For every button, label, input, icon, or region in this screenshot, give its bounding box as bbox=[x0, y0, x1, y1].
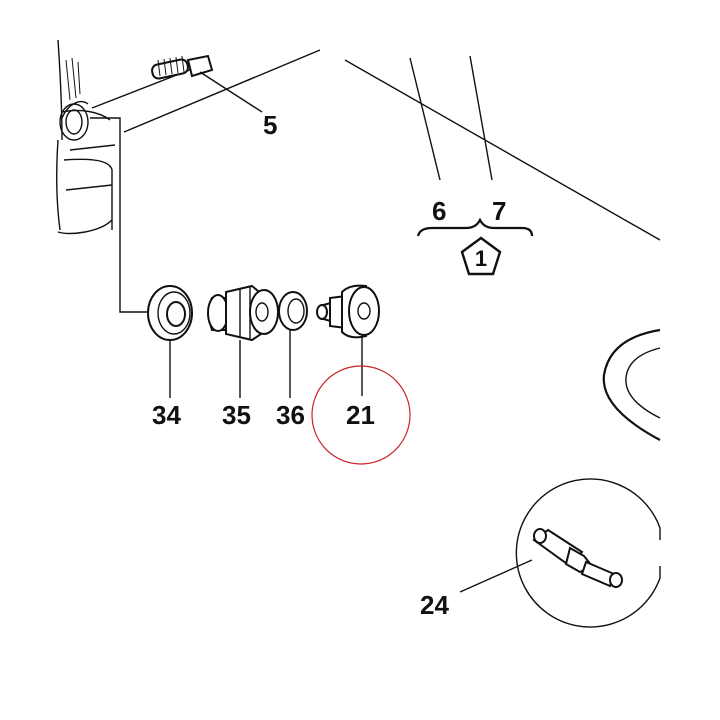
callout-36: 36 bbox=[276, 400, 305, 430]
note-badge-pentagon: 1 bbox=[460, 236, 502, 276]
leaders-6-7 bbox=[409, 55, 493, 181]
housing-outline bbox=[55, 39, 661, 241]
part-36-ring bbox=[278, 291, 308, 398]
part-35-hex-fitting bbox=[207, 284, 279, 398]
group-brace bbox=[416, 217, 534, 237]
detail-view-24 bbox=[459, 478, 661, 628]
callout-35: 35 bbox=[222, 400, 251, 430]
callout-6: 6 bbox=[432, 196, 446, 226]
highlight-circle bbox=[311, 365, 411, 465]
part-21-plug bbox=[316, 284, 380, 396]
callout-21: 21 bbox=[346, 400, 375, 430]
side-component-arcs bbox=[602, 328, 661, 441]
callout-5: 5 bbox=[263, 110, 277, 140]
callout-34: 34 bbox=[152, 400, 181, 430]
callout-24: 24 bbox=[420, 590, 449, 620]
connector-line bbox=[90, 117, 152, 313]
callout-7: 7 bbox=[492, 196, 506, 226]
part-34-washer bbox=[147, 285, 193, 398]
part-5-screw bbox=[151, 54, 263, 113]
badge-label: 1 bbox=[475, 246, 487, 271]
